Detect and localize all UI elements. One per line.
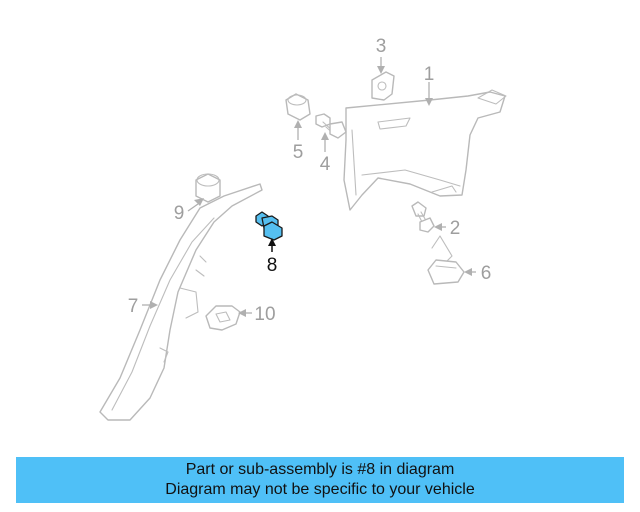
callout-6: 6	[481, 263, 492, 284]
part-1-quarter-trim-panel	[343, 89, 507, 211]
callout-9: 9	[174, 203, 185, 224]
part-8-bolt-highlighted	[255, 211, 283, 241]
part-2-screw	[411, 201, 435, 233]
callout-3: 3	[376, 36, 387, 57]
banner-line-disclaimer: Diagram may not be specific to your vehi…	[165, 481, 475, 498]
callout-1: 1	[424, 64, 435, 85]
callout-10: 10	[254, 304, 275, 325]
part-5-grommet	[285, 93, 311, 121]
part-4-bolt	[315, 113, 347, 139]
part-7-pillar-trim	[99, 183, 263, 421]
callout-8-highlighted: 8	[267, 255, 278, 276]
callout-5: 5	[293, 142, 304, 163]
part-9-grommet	[195, 173, 221, 203]
banner-line-part-number: Part or sub-assembly is #8 in diagram	[185, 461, 455, 478]
info-banner: Part or sub-assembly is #8 in diagram Di…	[16, 457, 624, 503]
leader-lines	[142, 57, 476, 317]
callout-labels: 1 3 5 4 2 6 9 7 10 8	[128, 36, 492, 325]
part-10-clip	[205, 305, 241, 331]
parts-diagram: 1 3 5 4 2 6 9 7 10 8	[99, 36, 507, 421]
callout-7: 7	[128, 296, 139, 317]
callout-4: 4	[320, 154, 331, 175]
part-6-bracket	[427, 235, 465, 285]
callout-2: 2	[450, 218, 461, 239]
part-3-clip	[371, 71, 395, 101]
